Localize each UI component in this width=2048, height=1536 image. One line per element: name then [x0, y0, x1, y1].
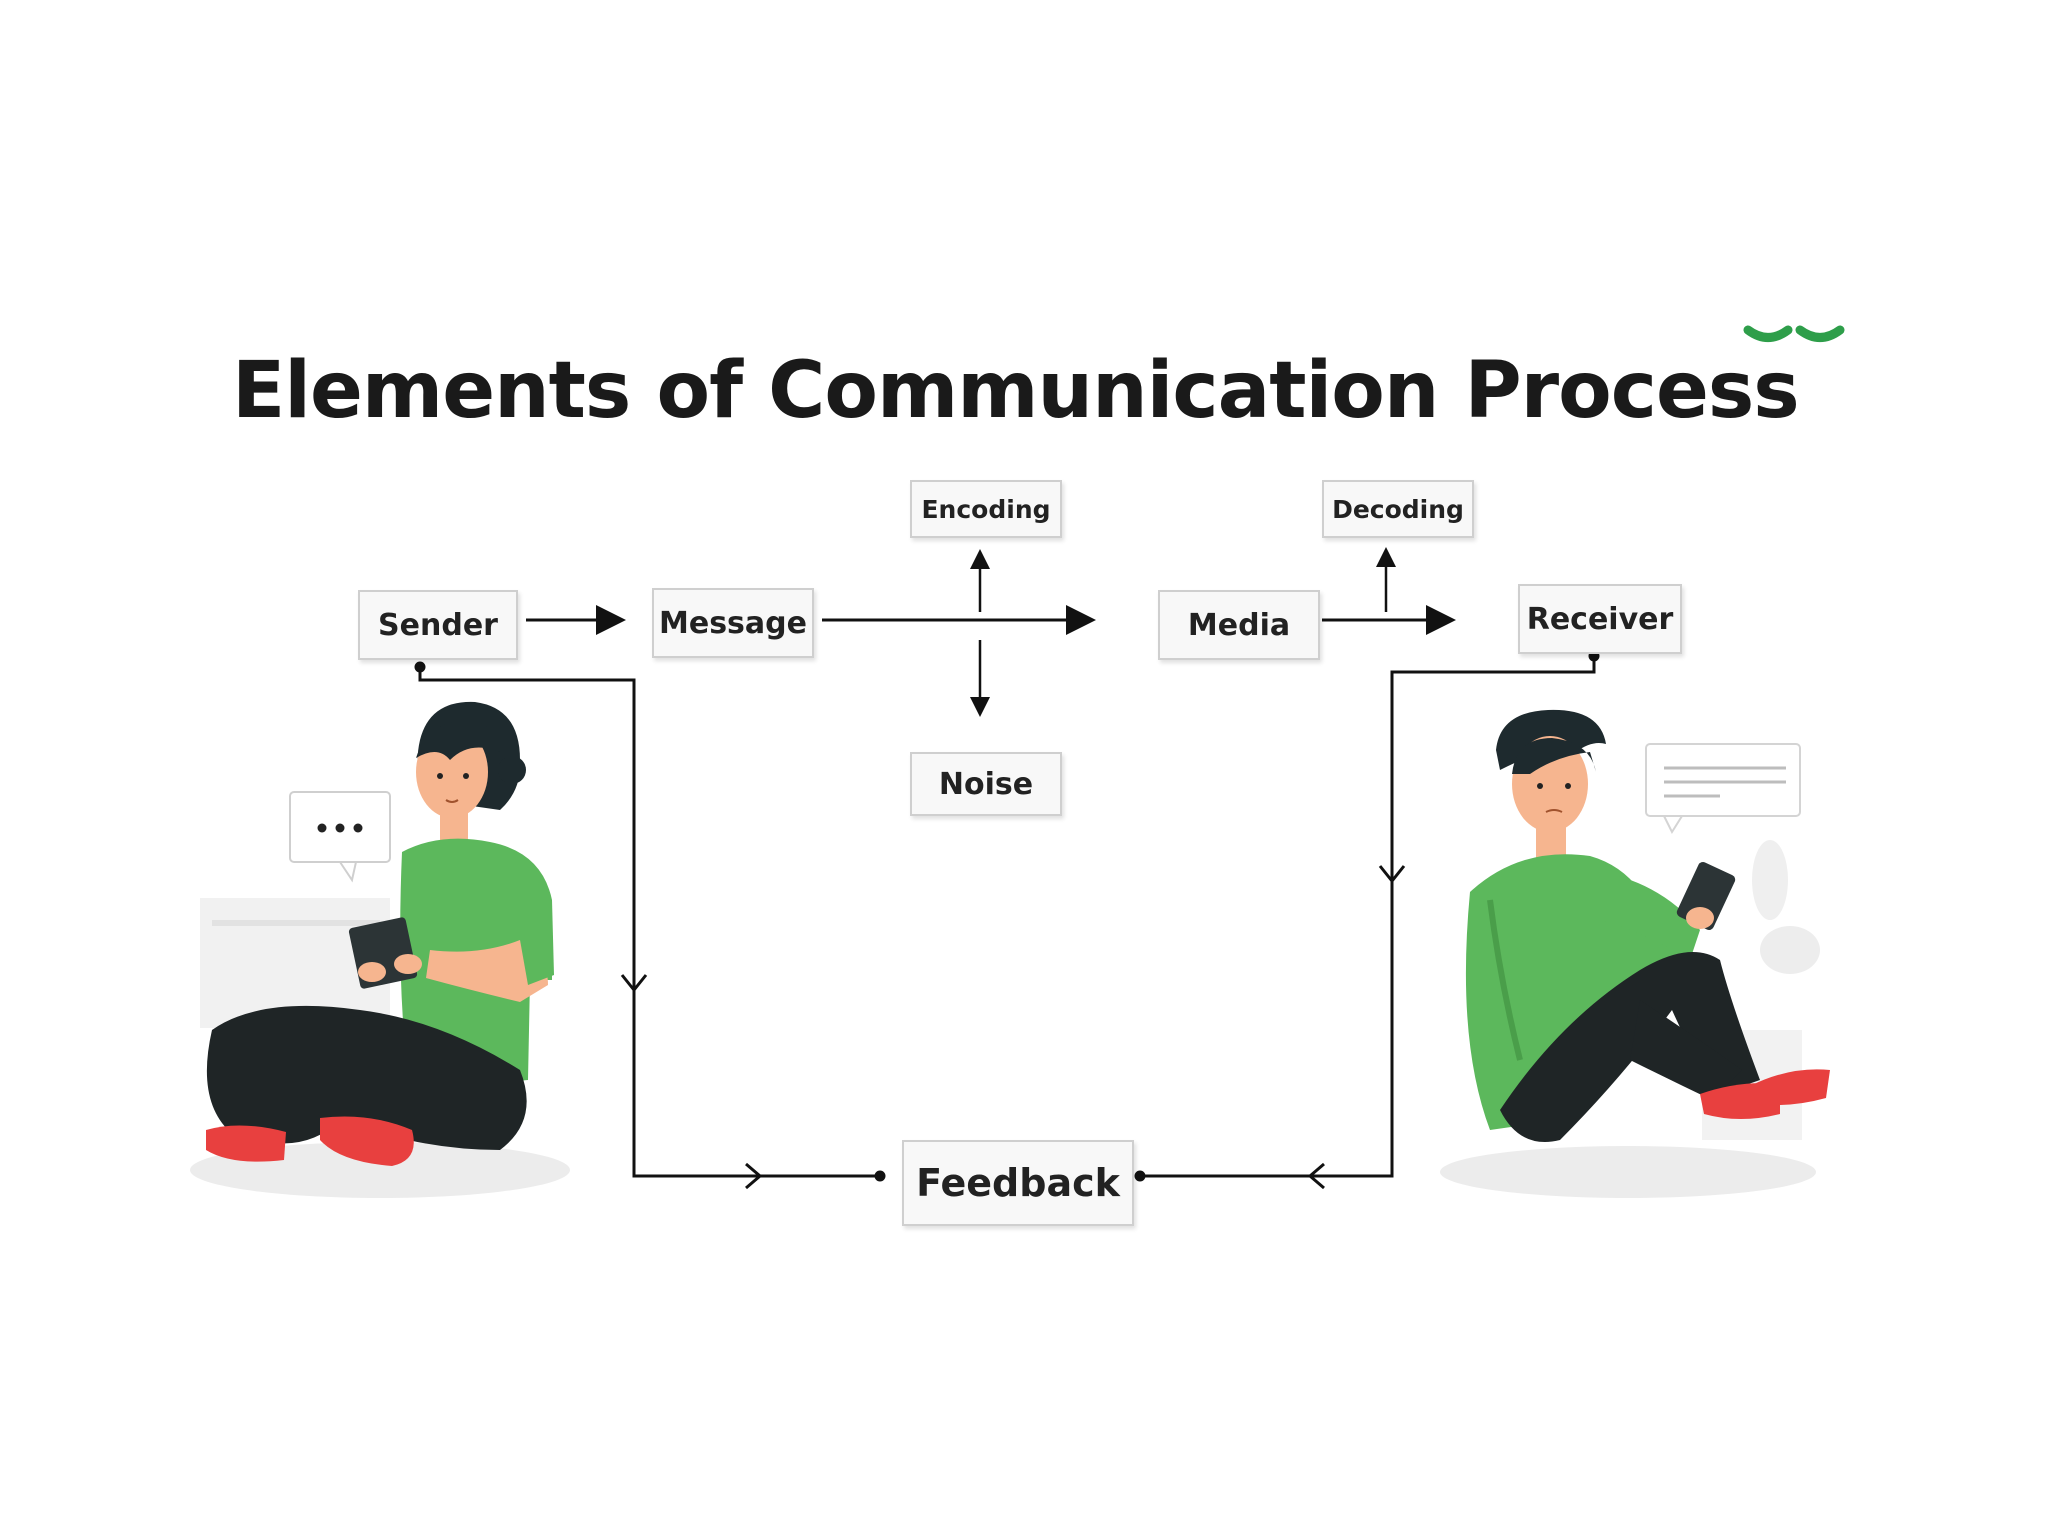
brand-logo-icon	[1743, 325, 1845, 342]
text-lines-speech-bubble-icon	[1645, 743, 1801, 835]
flow-connectors	[526, 547, 1456, 717]
node-feedback: Feedback	[902, 1140, 1134, 1226]
receiver-person-illustration	[1440, 709, 1830, 1198]
edge-sender-feedback	[414, 661, 886, 1190]
node-media: Media	[1158, 590, 1320, 660]
node-decoding: Decoding	[1322, 480, 1474, 538]
edge-receiver-feedback	[1134, 650, 1600, 1190]
node-sender: Sender	[358, 590, 518, 660]
diagram-title: Elements of Communication Process	[232, 346, 1800, 436]
node-noise: Noise	[910, 752, 1062, 816]
node-message: Message	[652, 588, 814, 658]
node-encoding: Encoding	[910, 480, 1062, 538]
node-receiver: Receiver	[1518, 584, 1682, 654]
sender-person-illustration	[190, 701, 570, 1198]
ellipsis-speech-bubble-icon	[289, 791, 391, 883]
